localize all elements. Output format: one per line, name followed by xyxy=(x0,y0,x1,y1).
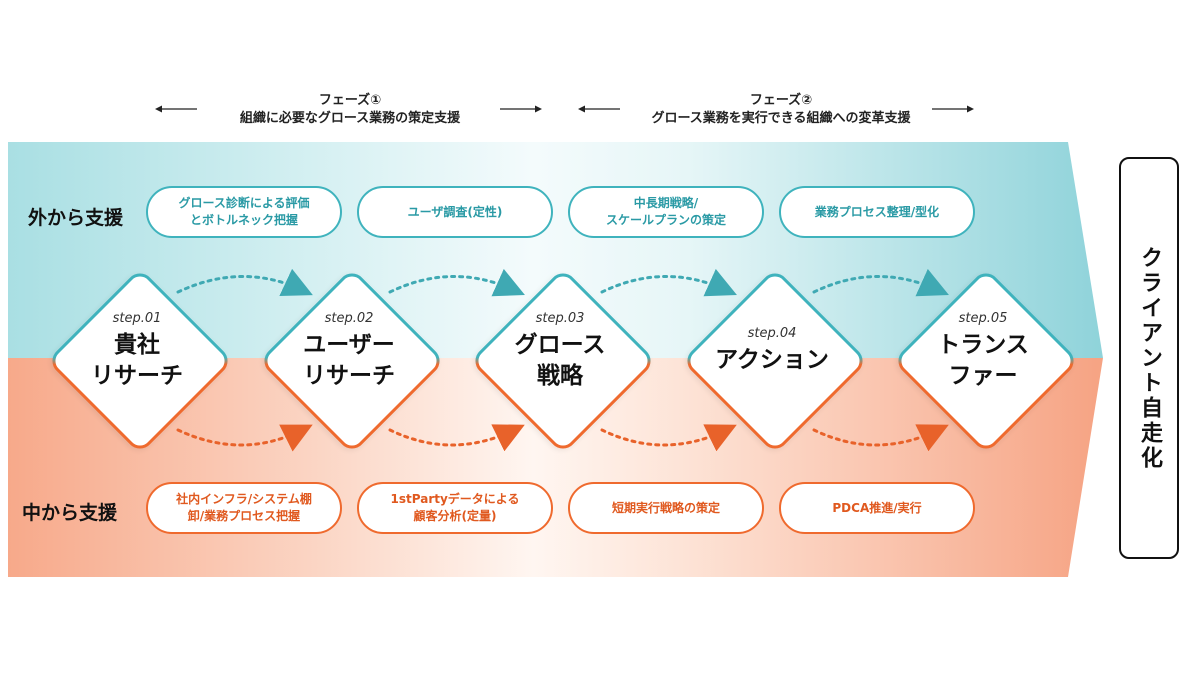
client-self-driving-box: クライアント自走化 xyxy=(1119,157,1179,559)
flow-arrow-top-3 xyxy=(600,268,737,297)
flow-arrow-bottom-1 xyxy=(176,424,313,452)
step-4: step.04 アクション xyxy=(677,263,869,455)
outside-task-3: 中長期戦略/ スケールプランの策定 xyxy=(568,186,764,238)
inside-support-label: 中から支援 xyxy=(22,502,118,524)
step-5-number: step.05 xyxy=(958,310,1008,326)
phase-2-title: フェーズ② xyxy=(749,93,813,108)
phase-1-header: フェーズ① 組織に必要なグロース業務の策定支援 xyxy=(205,92,495,128)
step-2: step.02 ユーザー リサーチ xyxy=(254,263,446,455)
phase1-right-arrow-icon xyxy=(500,105,542,113)
flow-arrow-top-1 xyxy=(176,268,313,296)
flow-arrow-bottom-4 xyxy=(812,424,949,452)
phase-1-title: フェーズ① xyxy=(318,93,382,108)
outside-task-4: 業務プロセス整理/型化 xyxy=(779,186,975,238)
outside-task-2: ユーザ調査(定性) xyxy=(357,186,553,238)
phase-2-subtitle: グロース業務を実行できる組織への変革支援 xyxy=(651,111,911,126)
step-1-number: step.01 xyxy=(112,310,162,326)
inside-task-4: PDCA推進/実行 xyxy=(779,482,975,534)
phase2-left-arrow-icon xyxy=(578,105,620,113)
flow-arrow-top-2 xyxy=(388,268,525,297)
step-2-number: step.02 xyxy=(324,310,374,326)
step-3: step.03 グロース 戦略 xyxy=(465,263,657,455)
flow-arrow-top-4 xyxy=(812,268,949,297)
outside-support-label: 外から支援 xyxy=(28,207,124,229)
phase-2-header: フェーズ② グロース業務を実行できる組織への変革支援 xyxy=(622,92,940,128)
step-4-title: アクション xyxy=(715,347,829,373)
client-self-driving-label: クライアント自走化 xyxy=(1137,245,1162,471)
step-4-number: step.04 xyxy=(747,326,797,341)
flow-arrow-bottom-3 xyxy=(600,424,737,452)
step-5: step.05 トランス ファー xyxy=(888,263,1080,455)
inside-task-1: 社内インフラ/システム棚 卸/業務プロセス把握 xyxy=(146,482,342,534)
flow-arrow-bottom-2 xyxy=(388,424,525,452)
step-2-title: ユーザー リサーチ xyxy=(303,331,395,389)
outside-task-1: グロース診断による評価 とボトルネック把握 xyxy=(146,186,342,238)
phase-1-subtitle: 組織に必要なグロース業務の策定支援 xyxy=(239,111,461,126)
inside-task-2: 1stPartyデータによる 顧客分析(定量) xyxy=(357,482,553,534)
inside-task-3: 短期実行戦略の策定 xyxy=(568,482,764,534)
phase2-right-arrow-icon xyxy=(932,105,974,113)
step-1: step.01 貴社 リサーチ xyxy=(42,263,234,455)
step-3-number: step.03 xyxy=(535,310,585,326)
phase1-left-arrow-icon xyxy=(155,105,197,113)
step-1-title: 貴社 リサーチ xyxy=(91,331,183,389)
step-3-title: グロース 戦略 xyxy=(514,331,606,389)
step-5-title: トランス ファー xyxy=(937,331,1029,389)
